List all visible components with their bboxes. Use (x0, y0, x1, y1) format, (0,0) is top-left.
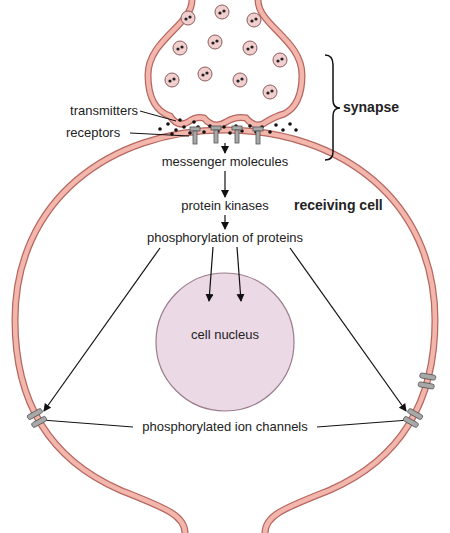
vesicle-content (172, 77, 175, 80)
vesicles (263, 85, 277, 99)
vesicle-content (276, 59, 279, 62)
ion-channels (418, 382, 435, 390)
vesicles (181, 11, 195, 25)
vesicle-content (280, 57, 283, 60)
vesicles (173, 41, 187, 55)
part-label: receptors (66, 125, 130, 141)
vesicle-content (246, 47, 249, 50)
presynaptic-terminal (148, 0, 302, 125)
leader-line (140, 111, 176, 121)
cell-membrane (15, 130, 435, 533)
transmitter-dots (158, 127, 162, 131)
vesicle-content (266, 91, 269, 94)
vesicles (243, 41, 257, 55)
receptors (232, 126, 242, 143)
receptors (253, 127, 263, 131)
transmitter-dots (294, 128, 298, 132)
vesicle-content (254, 17, 257, 20)
node-label: cell nucleus (191, 327, 259, 343)
vesicle-content (211, 41, 214, 44)
vesicle-content (250, 45, 253, 48)
leader-line (42, 420, 133, 427)
receptors (193, 131, 197, 144)
presynaptic-terminal (148, 0, 302, 125)
cell-membrane (15, 130, 435, 533)
vesicle-content (176, 47, 179, 50)
part-label: transmitters (40, 103, 138, 119)
receiving-cell: receiving cell messenger molecules protein… (12, 125, 438, 533)
region-label: synapse (343, 99, 433, 115)
receptors (214, 130, 218, 143)
vesicles (165, 5, 287, 99)
vesicle-content (168, 9, 283, 94)
signal-arrow (290, 248, 406, 411)
flow-arrow (224, 171, 225, 197)
node-label: messenger molecules (140, 154, 310, 170)
vesicles (215, 5, 229, 19)
flow-arrow (237, 247, 241, 301)
transmitter-dots (268, 130, 272, 134)
vesicles (198, 67, 212, 81)
vesicle-content (205, 71, 208, 74)
node-label: phosphorylation of proteins (120, 230, 330, 246)
cell-nucleus: cell nucleus (155, 272, 295, 412)
transmitter-dots (248, 124, 252, 128)
vesicles (165, 73, 179, 87)
process-text: phosphorylation of proteins (120, 230, 330, 246)
signal-arrow (224, 143, 225, 153)
node-label: protein kinases (155, 198, 295, 214)
process-text: protein kinases (155, 198, 295, 214)
transmitter-dots (288, 122, 292, 126)
signal-arrow (44, 248, 160, 411)
cell-membrane (15, 130, 435, 533)
presynaptic-terminal (148, 0, 302, 125)
vesicles (208, 35, 222, 49)
transmitter-dots (182, 125, 186, 129)
leader-line (317, 420, 409, 427)
presynaptic-terminal (148, 0, 302, 125)
transmitter-dots (178, 118, 182, 122)
vesicle-content (215, 39, 218, 42)
vesicles (247, 13, 261, 27)
transmitter-dots (192, 120, 196, 124)
vesicle-content (250, 19, 253, 22)
receptors (211, 126, 221, 143)
receptors (256, 131, 260, 144)
process-text: messenger molecules (140, 154, 310, 170)
receptors (232, 126, 242, 130)
receptors (211, 126, 221, 130)
nucleus-outline (156, 273, 294, 411)
flow-arrow (224, 215, 225, 229)
cell-label: receiving cell (294, 197, 383, 213)
vesicles (273, 53, 287, 67)
receptors (235, 130, 239, 143)
vesicle-content (236, 79, 239, 82)
transmitter-dots (202, 130, 206, 134)
vesicle-content (168, 79, 171, 82)
transmitter-dots (166, 122, 170, 126)
vesicle-content (218, 11, 221, 14)
transmitter-dots (188, 131, 192, 135)
transmitter-dots (228, 131, 232, 135)
vesicle-content (184, 17, 187, 20)
flow-arrow (209, 247, 213, 301)
vesicles (233, 73, 247, 87)
vesicle-content (240, 77, 243, 80)
synapse-bracket (325, 55, 340, 160)
vesicle-content (222, 9, 225, 12)
transmitter-dots (222, 125, 226, 129)
transmitter-dots (281, 128, 285, 132)
transmitter-dots (274, 123, 278, 127)
ion-channels (419, 373, 436, 381)
vesicle-content (201, 73, 204, 76)
transmitter-dots (174, 128, 178, 132)
part-label: phosphorylated ion channels (130, 419, 320, 435)
vesicle-content (188, 15, 191, 18)
vesicle-content (180, 45, 183, 48)
vesicle-content (270, 89, 273, 92)
receptors (190, 127, 200, 131)
